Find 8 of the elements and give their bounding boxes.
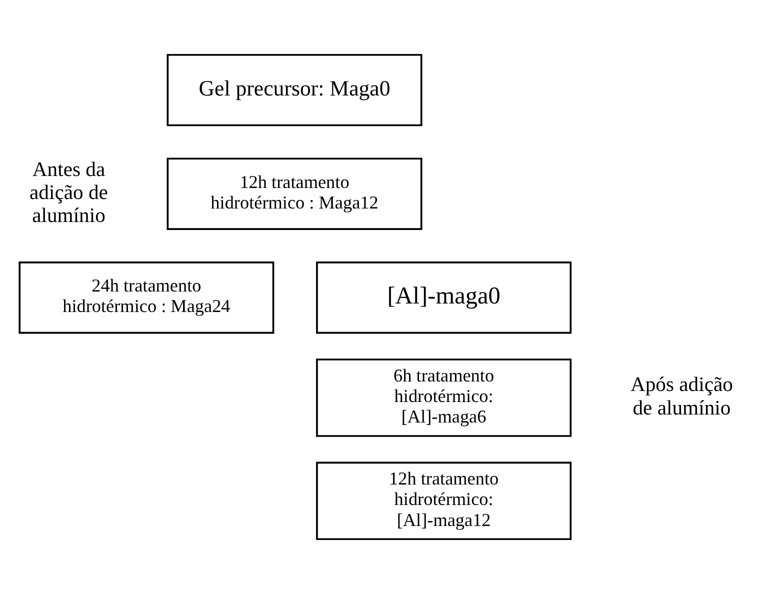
label: Após adição de alumínio	[630, 374, 733, 420]
node-box: Gel precursor: Maga0	[166, 54, 422, 126]
node-box: 24h tratamento hidrotérmico : Maga24	[18, 262, 274, 334]
node-box: 12h tratamento hidrotérmico : Maga12	[166, 158, 422, 230]
node-box: [Al]-maga0	[316, 262, 572, 334]
label: Antes da adição de alumínio	[30, 158, 108, 227]
node-box: 12h tratamento hidrotérmico: [Al]-maga12	[316, 462, 572, 540]
node-box: 6h tratamento hidrotérmico: [Al]-maga6	[316, 358, 572, 437]
